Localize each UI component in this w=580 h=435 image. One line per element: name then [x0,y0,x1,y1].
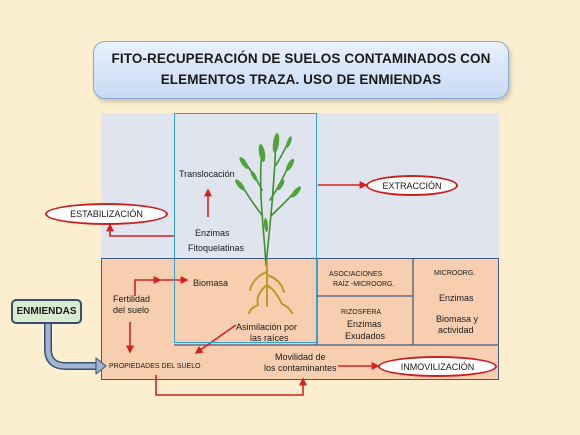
soil-grid-lines [174,258,499,346]
immobilization-oval: INMOVILIZACIÓN [378,356,497,377]
root-icon [248,261,293,314]
plant-icon [235,133,301,314]
translocation-label: Translocación [179,169,235,179]
fertility-biomass-arrow [134,276,162,296]
assimilation-label-2: las raíces [250,333,289,343]
plant-box [174,113,317,343]
plant-enzymes-label: Enzimas [195,228,230,238]
rhizosphere-label: RIZOSFERA [341,309,382,316]
assimilation-arrow [194,324,237,354]
stabilization-arrow [106,223,174,237]
mobility-loop-arrow [155,375,307,396]
mobility-label-2: los contaminantes [264,363,337,373]
biomass-label: Biomasa [193,278,229,288]
amendment-arrow [44,324,107,376]
extraction-oval: EXTRACCIÓN [366,175,458,196]
microorg-biomass-label-2: actividad [438,325,474,335]
process-arrows [106,181,380,396]
title-line-1: FITO-RECUPERACIÓN DE SUELOS CONTAMINADOS… [111,51,491,66]
title-line-2: ELEMENTOS TRAZA. USO DE ENMIENDAS [160,72,442,87]
fertility-label-2: del suelo [113,305,150,315]
associations-label-2: RAÍZ -MICROORG. [333,281,395,288]
assimilation-label-1: Asimilación por [236,322,298,332]
mobility-label-1: Movilidad de [275,352,326,362]
microorg-enzymes-label: Enzimas [439,293,474,303]
diagram-title: FITO-RECUPERACIÓN DE SUELOS CONTAMINADOS… [93,41,509,99]
fertility-label-1: Fertilidad [113,294,151,304]
associations-label-1: ASOCIACIONES [329,271,383,278]
microorg-biomass-label-1: Biomasa y [436,314,479,324]
exudates-label: Exudados [345,331,386,341]
stabilization-oval: ESTABILIZACIÓN [45,203,168,225]
phytochelatins-label: Fitoquelatinas [188,243,245,253]
amendments-box: ENMIENDAS [11,299,82,324]
rhizosphere-enzymes-label: Enzimas [347,319,382,329]
microorg-label: MICROORG. [434,270,476,277]
soil-properties-label: PROPIEDADES DEL SUELO [109,363,201,370]
